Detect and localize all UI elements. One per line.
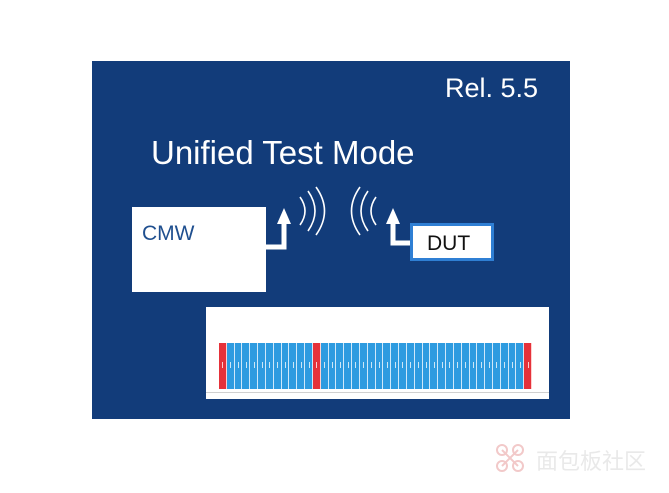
frame-slot	[446, 343, 454, 389]
frame-slot	[258, 343, 266, 389]
frame-slot-tick	[261, 362, 263, 369]
frame-slot-tick	[378, 362, 380, 369]
frame-slot	[453, 343, 462, 389]
frame-slot	[391, 343, 400, 389]
frame-slot	[289, 343, 298, 389]
frame-slot-special	[524, 343, 533, 389]
slide-title: Unified Test Mode	[151, 134, 415, 171]
frame-slot	[406, 343, 415, 389]
frame-slot-tick	[441, 362, 443, 369]
frame-slot	[226, 343, 235, 389]
frame-slot	[305, 343, 313, 389]
frame-slot-tick	[285, 362, 287, 369]
frame-slot	[516, 343, 525, 389]
frame-slot-tick	[410, 362, 412, 369]
frame-slot	[273, 343, 282, 389]
frame-slot	[422, 343, 431, 389]
frame-slot	[375, 343, 384, 389]
frame-slot-tick	[245, 362, 247, 369]
frame-slot	[265, 343, 274, 389]
watermark-logo-icon	[496, 444, 524, 472]
frame-slot	[250, 343, 259, 389]
frame-baseline	[206, 392, 549, 393]
frame-slot	[367, 343, 376, 389]
dut-label: DUT	[427, 232, 471, 255]
frame-slot	[485, 343, 493, 389]
frame-slot-tick	[371, 362, 373, 369]
frame-slot	[508, 343, 517, 389]
frame-slot-bar	[219, 343, 533, 389]
frame-slot	[359, 343, 368, 389]
frame-slot	[297, 343, 306, 389]
frame-slot	[344, 343, 353, 389]
frame-slot	[414, 343, 423, 389]
cmw-box: CMW	[132, 207, 266, 292]
frame-slot-tick	[472, 362, 474, 369]
watermark-text: 面包板社区	[536, 450, 647, 475]
frame-slot	[328, 343, 337, 389]
frame-slot	[281, 343, 290, 389]
frame-slot-tick	[465, 362, 467, 369]
frame-slot-tick	[316, 362, 318, 369]
frame-slot	[399, 343, 407, 389]
frame-slot	[320, 343, 329, 389]
frame-slot-tick	[496, 362, 498, 369]
frame-slot-tick	[363, 362, 365, 369]
frame-slot-tick	[386, 362, 388, 369]
frame-slot-tick	[222, 362, 224, 369]
frame-slot-tick	[480, 362, 482, 369]
frame-slot-tick	[527, 362, 529, 369]
frame-slot	[492, 343, 501, 389]
frame-slot-tick	[230, 362, 232, 369]
frame-marker-right	[524, 311, 526, 339]
frame-slot-tick	[253, 362, 255, 369]
frame-slot-tick	[292, 362, 294, 369]
frame-slot-tick	[394, 362, 396, 369]
frame-slot-tick	[339, 362, 341, 369]
frame-marker-middle	[317, 311, 319, 339]
frame-slot-special	[219, 343, 227, 389]
frame-slot-tick	[402, 362, 404, 369]
frame-slot-tick	[457, 362, 459, 369]
frame-slot-tick	[449, 362, 451, 369]
frame-slot-tick	[355, 362, 357, 369]
frame-slot-tick	[418, 362, 420, 369]
frame-slot-tick	[425, 362, 427, 369]
frame-slot	[469, 343, 478, 389]
frame-slot-special	[312, 343, 321, 389]
frame-slot	[430, 343, 439, 389]
dut-box: DUT	[410, 223, 494, 261]
frame-slot-tick	[519, 362, 521, 369]
frame-slot-tick	[504, 362, 506, 369]
cmw-label: CMW	[142, 222, 195, 245]
frame-slot-tick	[488, 362, 490, 369]
frame-slot-tick	[269, 362, 271, 369]
frame-slot-tick	[433, 362, 435, 369]
frame-slot	[336, 343, 345, 389]
frame-slot-tick	[238, 362, 240, 369]
frame-slot	[477, 343, 486, 389]
frame-slot-tick	[332, 362, 333, 369]
frame-slot	[242, 343, 251, 389]
frame-slot	[234, 343, 243, 389]
frame-slot-tick	[277, 362, 279, 369]
frame-slot-tick	[300, 362, 302, 369]
frame-slot	[352, 343, 360, 389]
frame-slot	[461, 343, 470, 389]
frame-slot	[383, 343, 392, 389]
frame-marker-left	[226, 311, 228, 339]
frame-slot	[438, 343, 447, 389]
frame-slot	[500, 343, 509, 389]
frame-slot-tick	[347, 362, 349, 369]
frame-slot-tick	[512, 362, 514, 369]
frame-slot-tick	[324, 362, 326, 369]
release-label: Rel. 5.5	[445, 73, 539, 103]
frame-slot-tick	[308, 362, 310, 369]
